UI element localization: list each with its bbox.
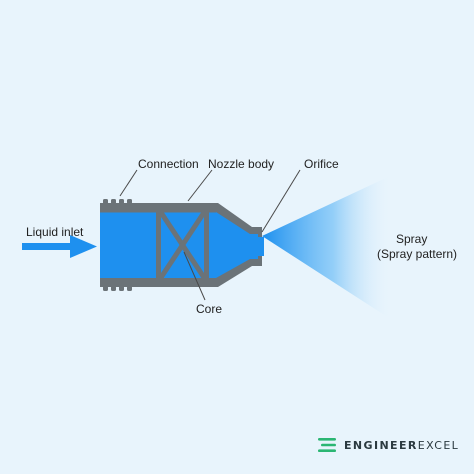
- brand-mark-icon: [318, 438, 336, 452]
- label-spray: Spray: [396, 232, 427, 246]
- connection-threads-top: [103, 199, 132, 204]
- label-core: Core: [196, 302, 222, 316]
- brand-name-part2: EXCEL: [417, 438, 460, 452]
- label-orifice: Orifice: [304, 157, 339, 171]
- orifice-leader: [261, 169, 301, 233]
- label-liquid-inlet: Liquid inlet: [26, 225, 84, 239]
- orifice-opening: [252, 237, 264, 256]
- liquid-interior: [100, 212, 258, 278]
- core-insert: [157, 209, 208, 281]
- core-leader: [183, 251, 206, 301]
- brand-name-part1: ENGINEER: [344, 438, 418, 452]
- label-connection: Connection: [138, 157, 199, 171]
- connection-threads-bottom: [103, 286, 132, 291]
- inlet-arrow-icon: [22, 235, 97, 258]
- engineerexcel-logo: ENGINEEREXCEL: [318, 437, 459, 453]
- nozzle-body-leader: [187, 169, 213, 202]
- label-nozzle-body: Nozzle body: [208, 157, 274, 171]
- connection-leader: [119, 169, 138, 197]
- core-side-bars: [156, 211, 209, 279]
- spray-cone: [262, 175, 392, 320]
- brand-name: ENGINEEREXCEL: [344, 439, 459, 452]
- label-spray-pattern: (Spray pattern): [377, 247, 457, 261]
